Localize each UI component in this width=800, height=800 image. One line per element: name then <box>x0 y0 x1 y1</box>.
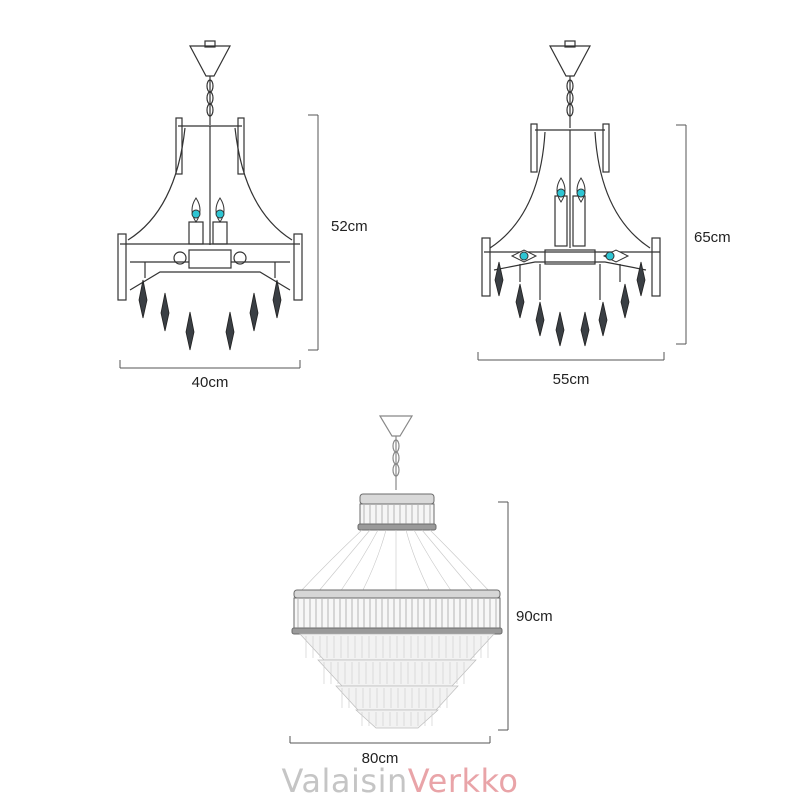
logo-text-verkko: Verkko <box>407 762 519 800</box>
brand-logo: ValaisinVerkko <box>0 762 800 800</box>
large-dimension-lines <box>289 501 509 744</box>
small-bulbs <box>191 197 225 223</box>
medium-crystal-drops <box>494 261 646 347</box>
large-chandelier-drawing <box>291 415 503 729</box>
logo-text-valaisin: Valaisin <box>281 762 408 800</box>
small-chandelier-drawing <box>117 40 303 301</box>
medium-width-label: 55cm <box>553 371 590 388</box>
medium-chandelier-drawing <box>481 40 661 300</box>
small-width-label: 40cm <box>192 374 229 391</box>
large-width-label: 80cm <box>362 750 399 767</box>
medium-dimension-lines <box>477 124 687 361</box>
small-height-label: 52cm <box>331 218 368 235</box>
small-dimension-lines <box>119 114 319 369</box>
large-height-label: 90cm <box>516 608 553 625</box>
medium-height-label: 65cm <box>694 229 731 246</box>
medium-bulbs <box>510 177 630 263</box>
small-crystal-drops <box>138 279 282 351</box>
